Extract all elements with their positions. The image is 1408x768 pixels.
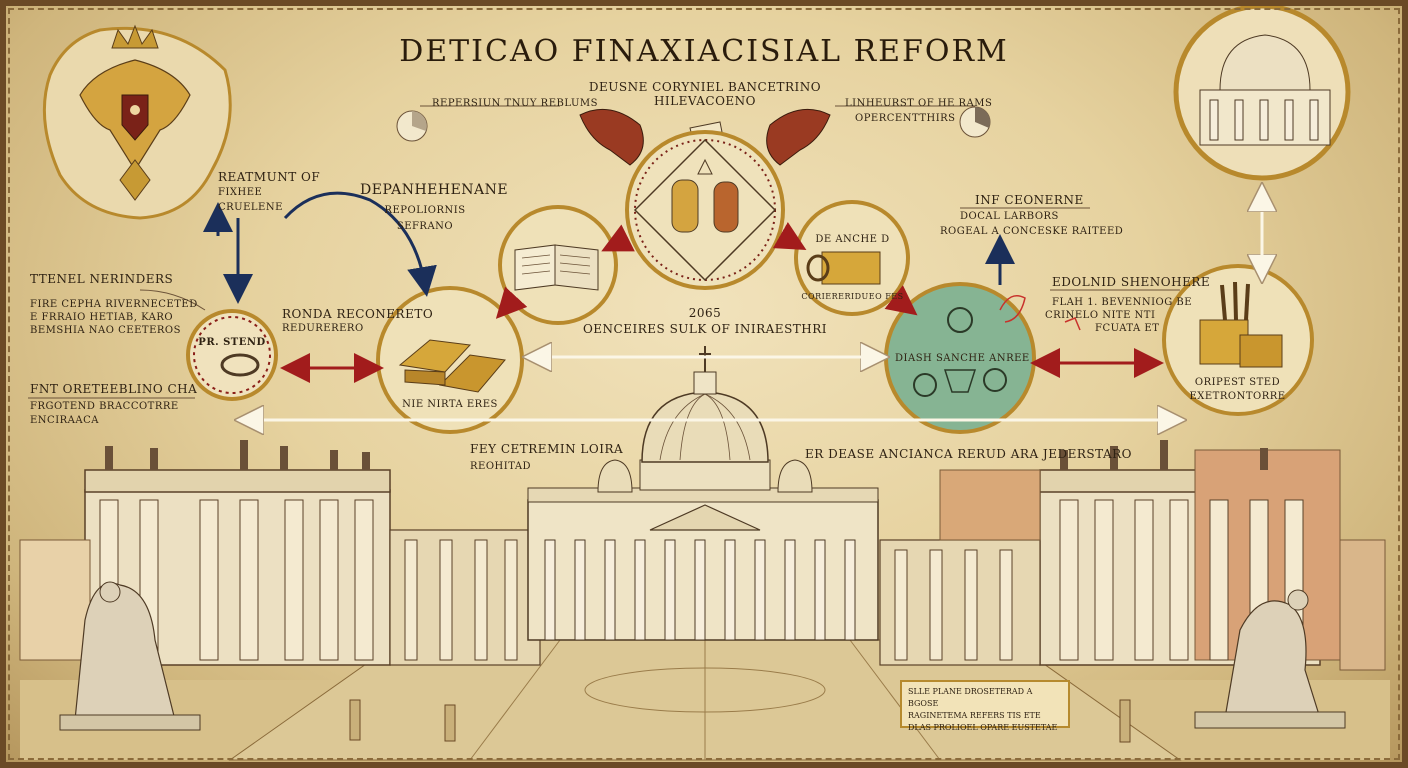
header-center-line2: HILEVACOENO [653,94,757,108]
right-block-line4: FCUATA ET [1095,323,1160,334]
center-left-label-line2: REPOLIORNIS [384,205,466,216]
header-center-line1: DEUSNE CORYNIEL BANCETRINO [588,80,822,94]
pie-icon-left [396,110,428,142]
statue-right [1194,589,1346,729]
diagram-title: DETICAO FINAXIACISIAL REFORM [399,34,1009,69]
left-block-line3: E FRRAIO HETIAB, KARO [30,312,174,323]
inscription-plaque: SLLE PLANE DROSETERAD A BGOSE RAGINETEMA… [900,680,1070,732]
right-label-line1: INF CEONERNE [975,193,1084,207]
center-caption: OENCEIRES SULK OF INIRAESTHRI [582,322,828,336]
right-block-line1: EDOLNID SHENOHERE [1052,275,1211,289]
plaque-line1: SLLE PLANE DROSETERAD A BGOSE [908,687,1033,708]
plaque-line2: RAGINETEMA REFERS TIS ETE [908,711,1041,720]
left-block-line4: BEMSHIA NAO CEETEROS [30,325,181,336]
basilica [527,346,879,641]
chest-medallion [794,200,910,316]
header-left-label: REPERSIUN TNUY REBLUMS [432,98,598,109]
green-medallion-label: DIASH SANCHE ANREE [895,353,1030,364]
tools-medallion [1162,264,1314,416]
right-medallion-line2: EXETRONTORRE [1189,391,1286,402]
navy-arrows [203,191,1015,304]
right-label-line3: ROGEAL A CONCESKE RAITEED [940,226,1124,237]
left-block-line1: TTENEL NERINDERS [30,272,174,286]
white-arrows [244,192,1262,420]
lower-left-line2: REOHITAD [470,461,532,472]
left-bottom-line2: FRGOTEND BRACCOTRRE [30,401,179,412]
pr-stend-label: PR. STEND [198,337,266,348]
lower-right-text: ER DEASE ANCIANCA RERUD ARA JEDERSTARO [805,447,1133,461]
central-seal-medallion [625,130,785,290]
left-top-label-line2: FIXHEE [218,187,263,198]
box-medallion-line1: DE ANCHE D [815,234,890,245]
ronda-label-line1: RONDA RECONERETO [282,307,434,321]
left-top-label-line1: REATMUNT OF [218,170,321,184]
left-bottom-line3: ENCIRAACA [30,415,99,426]
gold-bars-medallion [376,286,524,434]
left-colonnade [19,440,541,666]
header-right-line1: LINHEURST OF HE RAMS [845,98,993,109]
plaque-line3: DLAS PROLIOEL OPARE EUSTETAE [908,723,1058,732]
left-bottom-line1: FNT ORETEEBLINO CHA [30,382,198,396]
red-scribbles [999,295,1081,331]
pr-stend-medallion [186,309,278,401]
header-right-line2: OPERCENTTHIRS [855,113,956,124]
label-underlines [28,105,1180,399]
papal-coat-of-arms [42,24,232,220]
right-medallion-line1: ORIPEST STED [1194,377,1281,388]
dome-medallion [1173,3,1351,181]
angels [579,108,831,166]
pie-icon-right [959,106,991,138]
ronda-label-line2: REDURERERO [282,323,364,334]
left-top-label-line3: CRUELENE [218,202,283,213]
center-left-label-line1: DEPANHEHENANE [360,182,509,198]
right-block-line3: CRINELO NITE NTI [1045,310,1156,321]
lower-left-line1: FEY CETREMIN LOIRA [470,442,624,456]
box-medallion-line2: CORIERERIDUEO FES [801,292,904,301]
gold-medallion-label: NIE NIRTA ERES [402,399,498,410]
left-block-line2: FIRE CEPHA RIVERNECETED [30,299,198,310]
red-arrows [280,222,1164,383]
center-left-label-line3: SEFRANO [396,221,454,232]
right-colonnade [879,440,1386,671]
right-label-line2: DOCAL LARBORS [960,211,1059,222]
center-year: 2065 [688,306,722,320]
statue-left [59,581,201,731]
right-block-line2: FLAH 1. BEVENNIOG BE [1052,297,1193,308]
book-medallion [498,205,618,325]
